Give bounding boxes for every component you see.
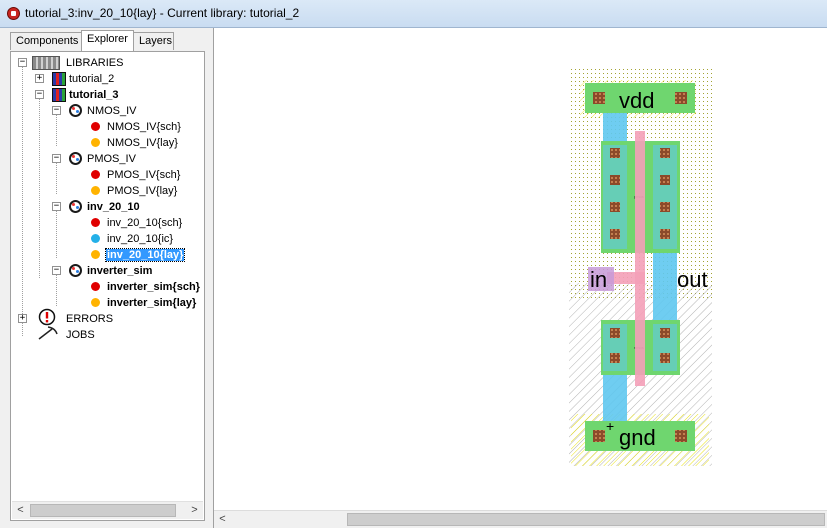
expand-errors-icon[interactable]: + [18,313,27,323]
collapse-nmos-iv-icon[interactable]: − [52,105,61,115]
tab-components[interactable]: Components [10,32,82,50]
tree-item-nmos-iv-lay[interactable]: NMOS_IV{lay} [107,137,178,149]
metal1-gnd-strap [603,373,627,421]
tree-item-jobs[interactable]: JOBS [66,329,95,341]
layout-drawing[interactable]: vdd gnd + pmos nmos [214,28,827,511]
tree-item-pmos-iv-lay[interactable]: PMOS_IV{lay} [107,185,178,197]
tree-item-inv-20-10-sch[interactable]: inv_20_10{sch} [107,217,183,229]
out-label: out [677,267,708,292]
tree-horizontal-scrollbar[interactable]: < > [12,501,203,519]
collapse-inv-20-10-icon[interactable]: − [52,201,61,211]
explorer-tree: − LIBRARIES + tutorial_2 − tutorial_3 − … [10,51,205,521]
nmos-contact [610,353,620,363]
tree-item-inverter-sim-sch[interactable]: inverter_sim{sch} [107,281,200,293]
schematic-view-icon [91,170,100,179]
pmos-contact [610,202,620,212]
expand-tutorial-2-icon[interactable]: + [35,73,44,83]
gnd-contact [675,430,687,442]
canvas-scroll-left-icon[interactable]: < [219,513,226,525]
app-icon [7,7,20,20]
metal1-vdd-strap [603,113,627,145]
schematic-view-icon [91,122,100,131]
gnd-label: gnd [619,425,656,450]
jobs-icon [38,326,58,340]
tree-item-nmos-iv[interactable]: NMOS_IV [87,105,137,117]
layout-view-icon [91,186,100,195]
tree-connector [39,98,40,278]
tree-item-inv-20-10[interactable]: inv_20_10 [87,201,140,213]
tree-item-errors[interactable]: ERRORS [66,313,114,325]
tree-connector [56,274,57,306]
scroll-thumb[interactable] [30,504,176,517]
nmos-contact [610,328,620,338]
pmos-contact [610,229,620,239]
tree-item-tutorial-2[interactable]: tutorial_2 [69,73,115,85]
pmos-contact [610,148,620,158]
nmos-contact [660,353,670,363]
explorer-panel: Components Explorer Layers − LIBRARIES +… [0,28,211,528]
tree-item-nmos-iv-sch[interactable]: NMOS_IV{sch} [107,121,181,133]
schematic-view-icon [91,282,100,291]
origin-cross: + [606,418,614,434]
canvas-scroll-thumb[interactable] [347,513,825,526]
window-title: tutorial_3:inv_20_10{lay} - Current libr… [25,6,300,20]
tree-item-libraries[interactable]: LIBRARIES [66,57,124,69]
tree-item-inverter-sim[interactable]: inverter_sim [87,265,153,277]
library-icon [52,72,66,86]
vdd-contact [593,92,605,104]
tree-connector [22,66,23,336]
scroll-left-icon[interactable]: < [17,504,24,516]
tree-item-inv-20-10-ic[interactable]: inv_20_10{ic} [107,233,174,245]
collapse-inverter-sim-icon[interactable]: − [52,265,61,275]
vdd-contact [675,92,687,104]
tree-item-inv-20-10-lay[interactable]: inv_20_10{lay} [104,248,186,262]
tree-connector [56,162,57,194]
vdd-label: vdd [619,88,654,113]
library-icon [52,88,66,102]
errors-icon [38,308,56,326]
tree-connector [56,114,57,146]
collapse-libraries-icon[interactable]: − [18,57,27,67]
libraries-icon [32,56,60,70]
pmos-contact [610,175,620,185]
collapse-tutorial-3-icon[interactable]: − [35,89,44,99]
tree-item-tutorial-3[interactable]: tutorial_3 [69,89,119,101]
cell-icon [69,104,82,117]
canvas-horizontal-scrollbar[interactable]: < [214,510,827,528]
nmos-contact [660,328,670,338]
tree-connector [56,210,57,258]
cell-icon [69,200,82,213]
icon-view-icon [91,234,100,243]
tree-item-pmos-iv-sch[interactable]: PMOS_IV{sch} [107,169,181,181]
pmos-contact [660,148,670,158]
cell-icon [69,264,82,277]
in-label: in [590,267,607,292]
poly-gate [635,131,645,386]
window-titlebar: tutorial_3:inv_20_10{lay} - Current libr… [0,0,827,28]
poly-input-strap [607,272,645,284]
layout-view-icon [91,250,100,259]
layout-canvas[interactable]: vdd gnd + pmos nmos [213,28,827,528]
scroll-right-icon[interactable]: > [191,504,198,516]
cell-icon [69,152,82,165]
tree-item-inverter-sim-lay[interactable]: inverter_sim{lay} [107,297,197,309]
gnd-contact [593,430,605,442]
tab-layers[interactable]: Layers [133,32,174,50]
schematic-view-icon [91,218,100,227]
pmos-contact [660,175,670,185]
layout-view-icon [91,298,100,307]
pmos-contact [660,202,670,212]
tab-explorer[interactable]: Explorer [81,30,134,51]
layout-view-icon [91,138,100,147]
tree-item-pmos-iv[interactable]: PMOS_IV [87,153,136,165]
input-pin-box [588,267,614,291]
pmos-contact [660,229,670,239]
collapse-pmos-iv-icon[interactable]: − [52,153,61,163]
